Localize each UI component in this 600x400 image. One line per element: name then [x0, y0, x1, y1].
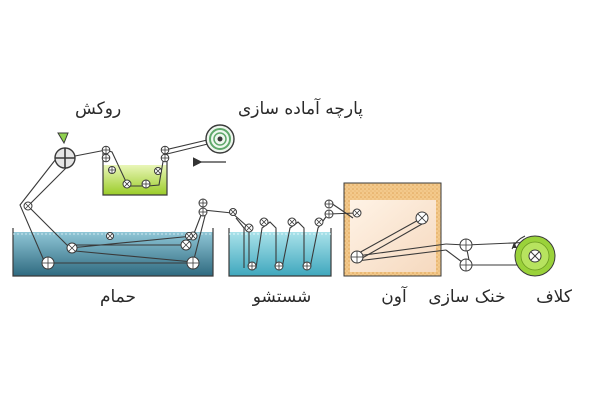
guide-roller-icon	[459, 238, 473, 252]
guide-roller-icon	[287, 217, 297, 227]
guide-roller-icon	[154, 167, 162, 175]
guide-roller-icon	[101, 153, 111, 163]
fabric-roll-icon	[205, 124, 235, 154]
guide-roller-icon	[66, 242, 78, 254]
rollers	[23, 145, 473, 272]
guide-roller-icon	[350, 250, 364, 264]
guide-roller-icon	[141, 179, 151, 189]
guide-roller-icon	[415, 211, 429, 225]
guide-roller-icon	[101, 145, 111, 155]
label-washing: شستشو	[252, 287, 312, 307]
coating-roller-icon	[54, 147, 76, 169]
label-cooling: خنک سازی	[428, 287, 505, 307]
guide-roller-icon	[259, 217, 269, 227]
guide-roller-icon	[186, 256, 200, 270]
guide-roller-icon	[41, 256, 55, 270]
label-rokesh: روکش	[75, 99, 121, 119]
guide-roller-icon	[198, 207, 208, 217]
guide-roller-icon	[247, 261, 257, 271]
guide-roller-icon	[160, 153, 170, 163]
washing-tank	[228, 228, 332, 277]
guide-roller-icon	[180, 239, 192, 251]
guide-roller-icon	[314, 217, 324, 227]
guide-roller-icon	[324, 199, 334, 209]
guide-roller-icon	[160, 145, 170, 155]
guide-roller-icon	[23, 201, 33, 211]
guide-roller-icon	[106, 232, 114, 240]
label-fabric-prep: پارچه آماده سازی	[238, 97, 363, 119]
label-roll: کلاف	[536, 287, 573, 307]
oven	[343, 182, 442, 277]
guide-roller-icon	[122, 179, 132, 189]
guide-roller-icon	[352, 208, 362, 218]
guide-roller-icon	[244, 223, 254, 233]
coating-knife-icon	[57, 132, 69, 145]
guide-roller-icon	[108, 166, 116, 174]
guide-roller-icon	[324, 209, 334, 219]
guide-roller-icon	[302, 261, 312, 271]
output-roll-icon	[511, 235, 556, 277]
label-bath: حمام	[100, 287, 136, 307]
label-oven: آون	[381, 285, 408, 307]
guide-roller-icon	[274, 261, 284, 271]
guide-roller-icon	[198, 198, 208, 208]
guide-roller-icon	[185, 232, 193, 240]
guide-roller-icon	[459, 258, 473, 272]
guide-roller-icon	[229, 208, 237, 216]
